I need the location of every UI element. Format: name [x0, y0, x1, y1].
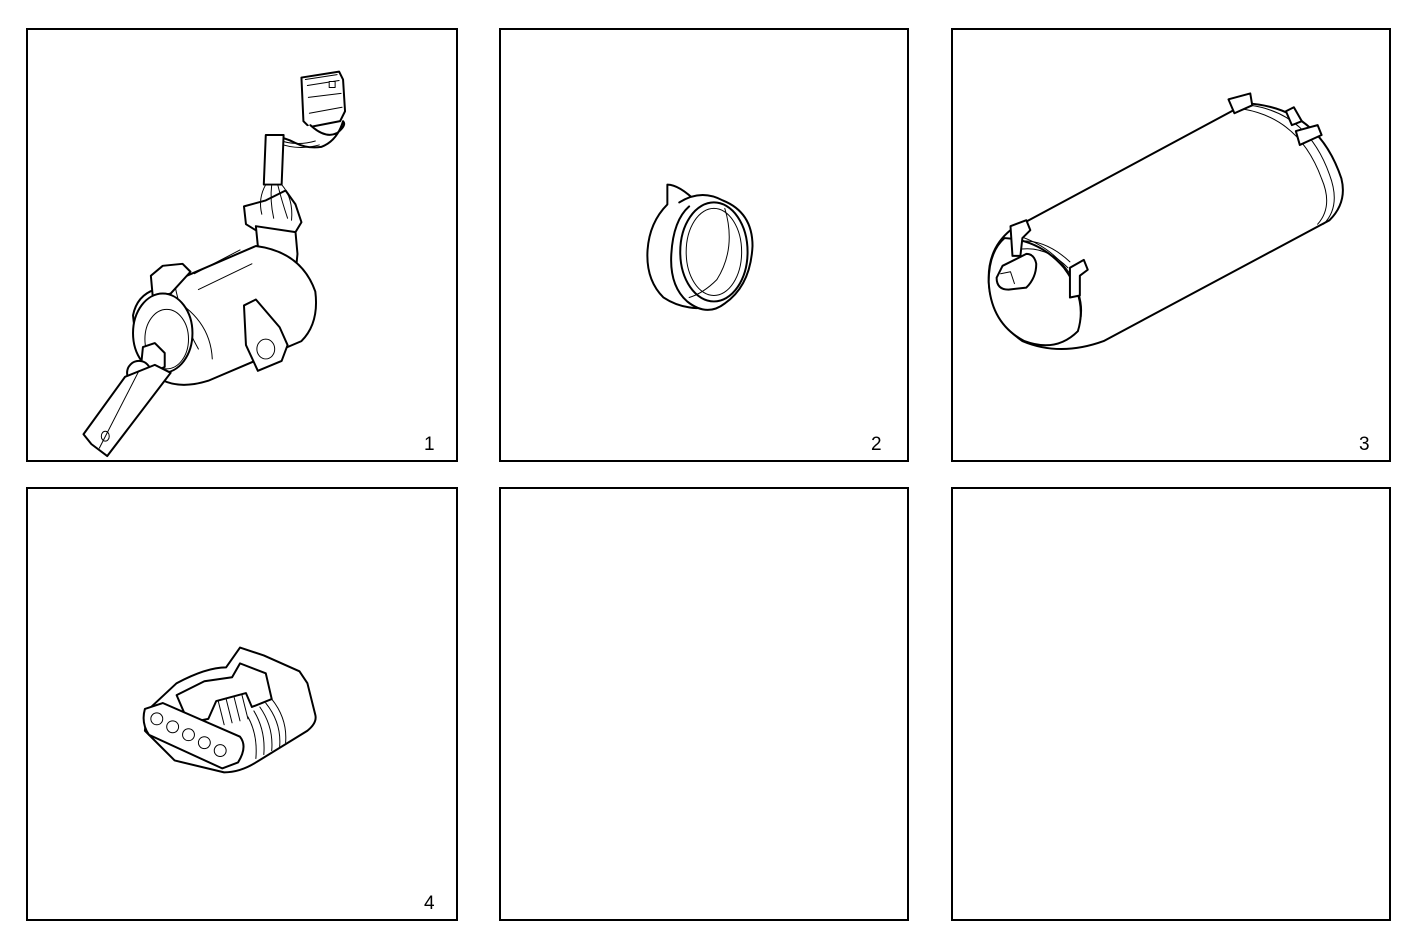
panel-3-index-label: 3 — [1359, 434, 1370, 455]
panel-2-index-label: 2 — [871, 434, 882, 455]
panel-1-index-label: 1 — [424, 434, 435, 455]
solenoid-actuator-illustration — [82, 70, 347, 458]
panel-4: 4 — [26, 487, 458, 921]
panel-4-index-label: 4 — [424, 893, 435, 914]
panel-5-empty — [499, 487, 909, 921]
panel-1: 1 — [26, 28, 458, 462]
canister-illustration — [987, 92, 1344, 351]
panel-3: 3 — [951, 28, 1391, 462]
panel-2: 2 — [499, 28, 909, 462]
connector-illustration — [142, 646, 317, 774]
panel-6-empty — [951, 487, 1391, 921]
sealing-ring-illustration — [646, 183, 754, 311]
